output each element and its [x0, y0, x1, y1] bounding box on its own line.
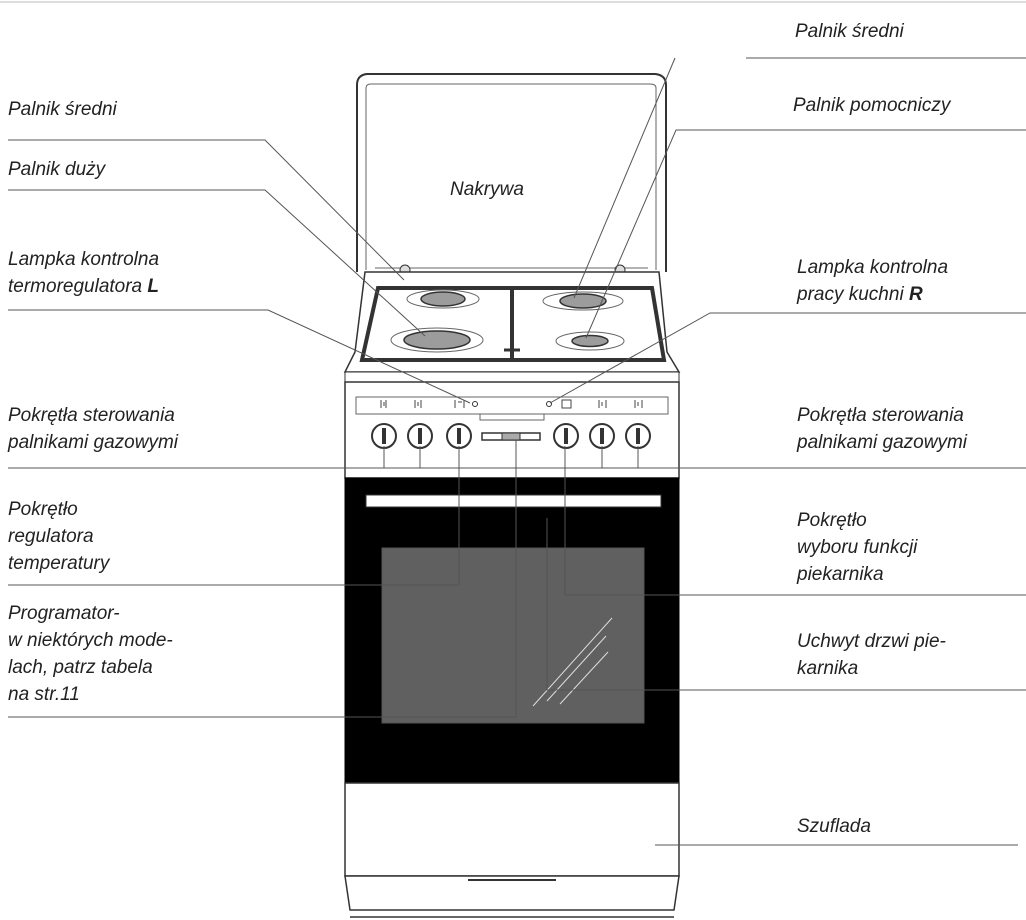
lid [356, 73, 667, 272]
label-knobs-left: Pokrętła sterowania palnikami gazowymi [8, 405, 179, 453]
label-handle: Uchwyt drzwi pie- karnika [797, 631, 946, 679]
label-knobs-right: Pokrętła sterowania palnikami gazowymi [797, 405, 968, 453]
pan-support [359, 286, 667, 362]
label-programmer: Programator- w niektórych mode- lach, pa… [8, 603, 173, 705]
label-lid: Nakrywa [450, 179, 524, 200]
plinth [344, 875, 680, 911]
label-temp-knob: Pokrętło regulatora temperatury [8, 499, 110, 574]
cooktop-lip [344, 371, 680, 383]
burner-left-front [403, 330, 471, 350]
label-left-burner-medium: Palnik średni [8, 99, 117, 120]
control-panel [344, 381, 680, 479]
burner-right-front [571, 334, 609, 348]
burner-right-rear [559, 293, 607, 309]
label-work-lamp: Lampka kontrolna pracy kuchni R [797, 257, 949, 305]
label-func-knob: Pokrętło wyboru funkcji piekarnika [797, 510, 918, 585]
oven-door [344, 477, 680, 784]
leader-lines [8, 57, 1026, 846]
label-drawer: Szuflada [797, 816, 871, 837]
burner-left-rear [420, 291, 466, 307]
burners [390, 289, 625, 353]
label-right-burner-aux: Palnik pomocniczy [793, 95, 951, 116]
oven-door-handle [365, 494, 662, 508]
work-lamp-indicator [546, 401, 552, 407]
label-right-burner-medium: Palnik średni [795, 21, 904, 42]
label-thermo-lamp: Lampka kontrolna termoregulatora L [8, 249, 160, 297]
oven-window [381, 547, 645, 724]
thermo-lamp-indicator [472, 401, 478, 407]
label-left-burner-large: Palnik duży [8, 159, 106, 180]
drawer [344, 782, 680, 877]
